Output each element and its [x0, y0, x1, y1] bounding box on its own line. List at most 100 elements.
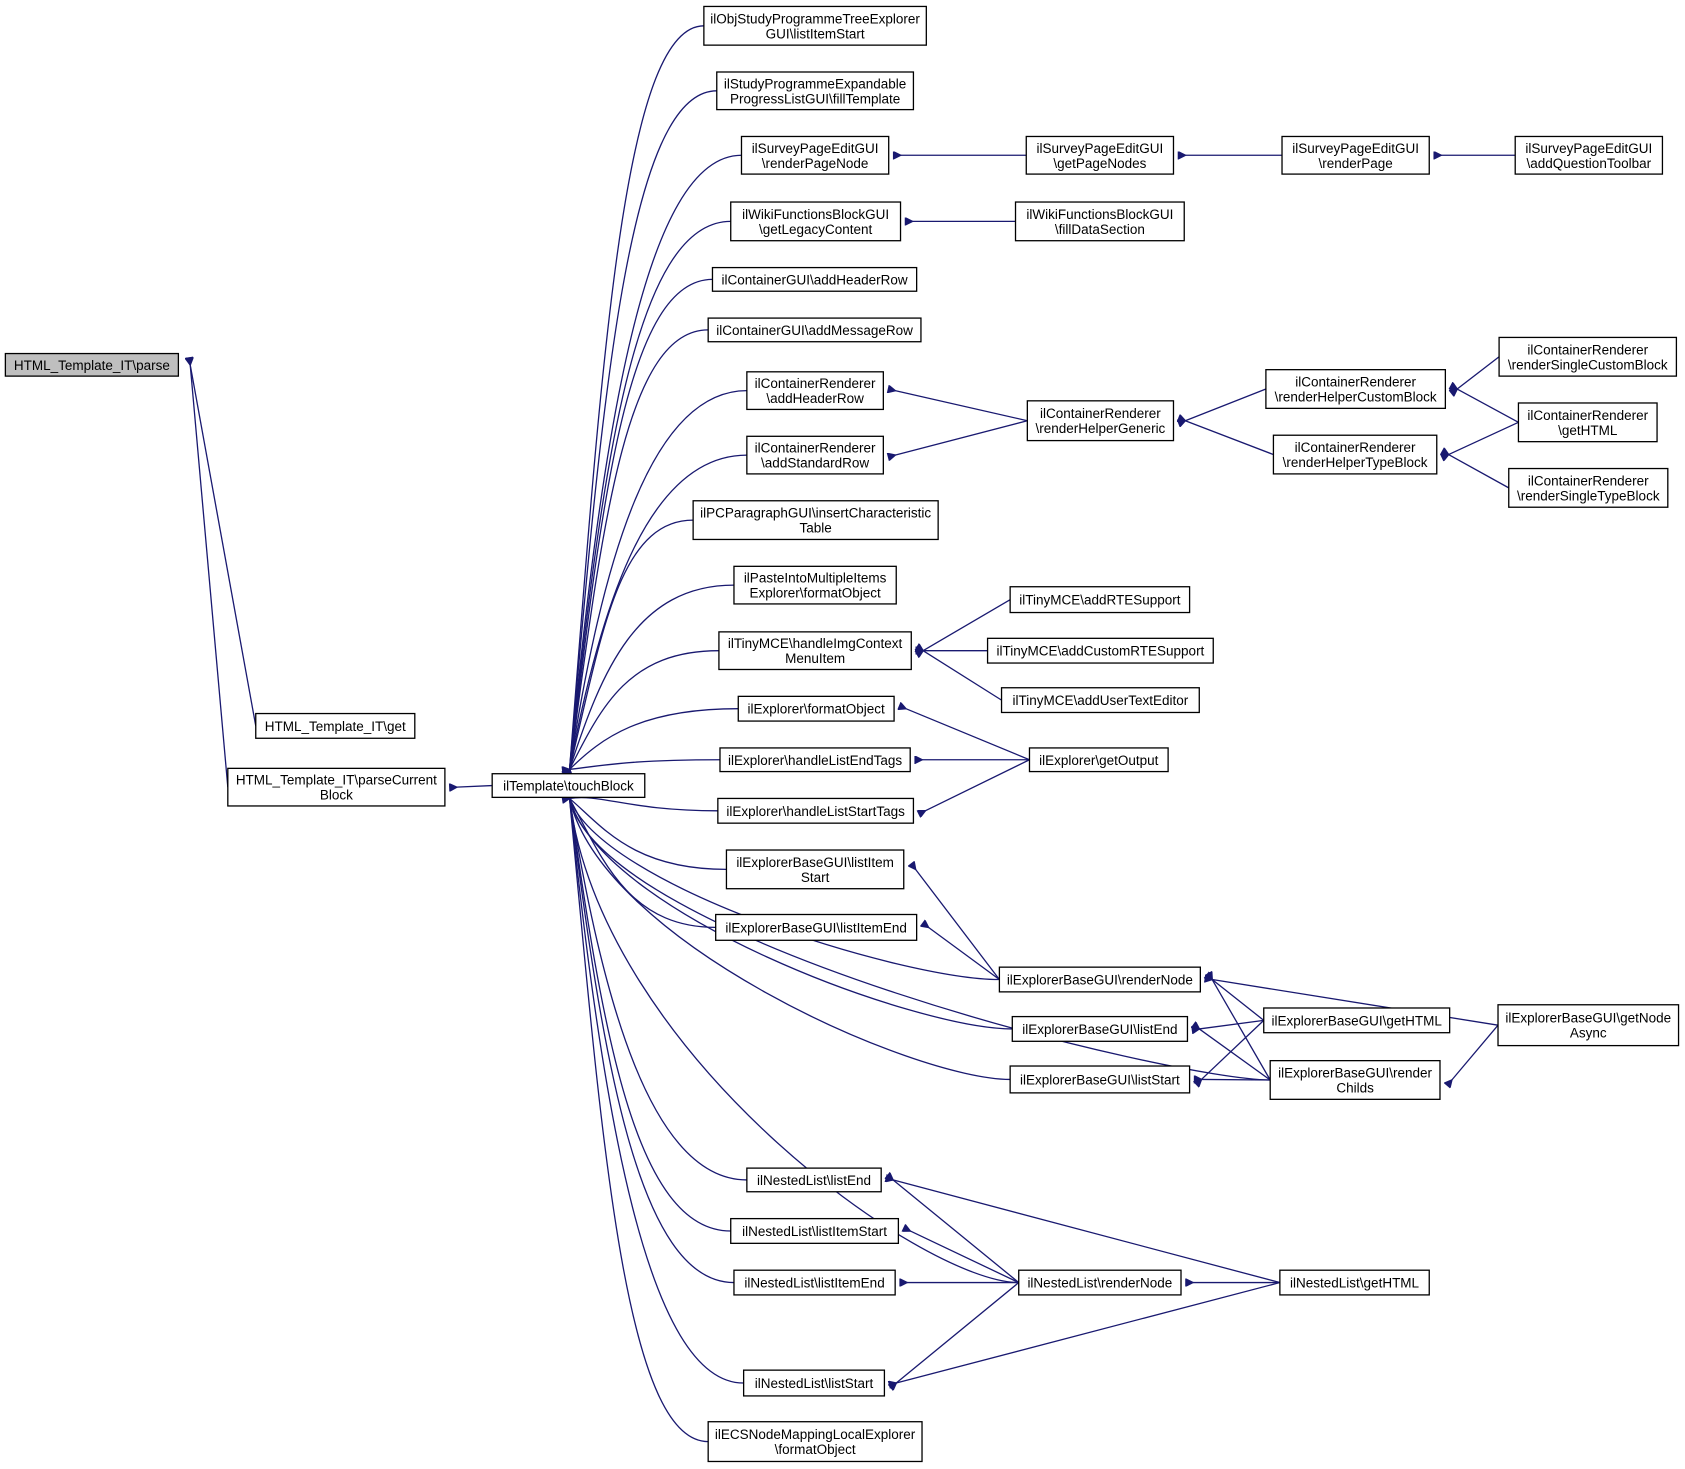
node-box[interactable]: [1272, 434, 1438, 475]
node-nlListStart[interactable]: ilNestedList\listStart: [742, 1369, 886, 1397]
node-box[interactable]: [1026, 400, 1175, 442]
node-get[interactable]: HTML_Template_IT\get: [255, 712, 416, 739]
node-ebListStart[interactable]: ilExplorerBaseGUI\listStart: [1009, 1065, 1191, 1094]
node-box[interactable]: [1014, 201, 1185, 242]
node-explorerFormatObject[interactable]: ilExplorer\formatObject: [737, 695, 895, 722]
node-box[interactable]: [1011, 1015, 1189, 1042]
node-box[interactable]: [725, 849, 905, 890]
node-ebListEnd[interactable]: ilExplorerBaseGUI\listEnd: [1011, 1015, 1189, 1042]
node-box[interactable]: [998, 966, 1201, 993]
node-nlGetHTML[interactable]: ilNestedList\getHTML: [1279, 1269, 1430, 1296]
node-box[interactable]: [733, 565, 897, 605]
node-label-line: ilContainerGUI\addHeaderRow: [722, 272, 908, 287]
node-box[interactable]: [227, 767, 446, 807]
node-ecsNode[interactable]: ilECSNodeMappingLocalExplorer\formatObje…: [707, 1421, 923, 1463]
node-crRenderHelperTypeBlock[interactable]: ilContainerRenderer\renderHelperTypeBloc…: [1272, 434, 1438, 475]
edge-get-to-parse: [190, 365, 257, 727]
node-crRenderSingleCustomBlock[interactable]: ilContainerRenderer\renderSingleCustomBl…: [1498, 336, 1678, 377]
node-box[interactable]: [742, 1369, 886, 1397]
node-box[interactable]: [692, 500, 939, 541]
node-wikiGetLegacy[interactable]: ilWikiFunctionsBlockGUI\getLegacyContent: [730, 201, 902, 242]
node-explorerHandleStart[interactable]: ilExplorer\handleListStartTags: [717, 797, 915, 824]
node-label-line: ilNestedList\renderNode: [1027, 1276, 1172, 1291]
node-box[interactable]: [716, 71, 915, 111]
node-box[interactable]: [491, 773, 646, 799]
node-ebListItemStart[interactable]: ilExplorerBaseGUI\listItemStart: [725, 849, 905, 890]
node-ebListItemEnd[interactable]: ilExplorerBaseGUI\listItemEnd: [715, 913, 918, 941]
node-box[interactable]: [740, 135, 890, 175]
node-studyExpandable[interactable]: ilStudyProgrammeExpandableProgressListGU…: [716, 71, 915, 111]
node-box[interactable]: [1265, 369, 1447, 410]
node-surveyRenderPage[interactable]: ilSurveyPageEditGUI\renderPage: [1281, 135, 1430, 175]
node-explorerHandleEnd[interactable]: ilExplorer\handleListEndTags: [719, 747, 911, 773]
node-box[interactable]: [746, 435, 884, 475]
node-box[interactable]: [1000, 687, 1200, 714]
node-box[interactable]: [711, 266, 918, 292]
node-pcParagraph[interactable]: ilPCParagraphGUI\insertCharacteristicTab…: [692, 500, 939, 541]
node-box[interactable]: [986, 637, 1214, 664]
edge-ebRenderChilds-to-ebListEnd: [1199, 1029, 1271, 1081]
node-box[interactable]: [1497, 1004, 1680, 1047]
node-box[interactable]: [707, 1421, 923, 1463]
node-box[interactable]: [730, 201, 902, 242]
node-ebRenderNode[interactable]: ilExplorerBaseGUI\renderNode: [998, 966, 1201, 993]
node-box[interactable]: [255, 712, 416, 739]
node-box[interactable]: [1514, 135, 1664, 175]
node-box[interactable]: [746, 1167, 882, 1193]
node-box[interactable]: [1508, 467, 1669, 508]
node-surveyRenderPageNode[interactable]: ilSurveyPageEditGUI\renderPageNode: [740, 135, 890, 175]
node-box[interactable]: [1517, 402, 1658, 443]
node-box[interactable]: [1279, 1269, 1430, 1296]
node-crRenderHelperGeneric[interactable]: ilContainerRenderer\renderHelperGeneric: [1026, 400, 1175, 442]
node-crGetHTML[interactable]: ilContainerRenderer\getHTML: [1517, 402, 1658, 443]
node-box[interactable]: [1025, 135, 1175, 175]
node-explorerGetOutput[interactable]: ilExplorer\getOutput: [1028, 747, 1169, 773]
node-box[interactable]: [1498, 336, 1678, 377]
node-box[interactable]: [715, 913, 918, 941]
node-box[interactable]: [1281, 135, 1430, 175]
node-tinyAddCustomRTE[interactable]: ilTinyMCE\addCustomRTESupport: [986, 637, 1214, 664]
node-touchBlock[interactable]: ilTemplate\touchBlock: [491, 773, 646, 799]
node-box[interactable]: [1269, 1059, 1441, 1100]
node-nlRenderNode[interactable]: ilNestedList\renderNode: [1018, 1269, 1182, 1296]
node-box[interactable]: [730, 1217, 900, 1244]
node-tinyAddUserText[interactable]: ilTinyMCE\addUserTextEditor: [1000, 687, 1200, 714]
node-wikiFillData[interactable]: ilWikiFunctionsBlockGUI\fillDataSection: [1014, 201, 1185, 242]
edge-crRenderHelperTypeBlock-to-crRenderHelperGeneric: [1185, 421, 1274, 456]
node-surveyGetPageNodes[interactable]: ilSurveyPageEditGUI\getPageNodes: [1025, 135, 1175, 175]
node-box[interactable]: [1263, 1007, 1451, 1034]
node-nlListItemStart[interactable]: ilNestedList\listItemStart: [730, 1217, 900, 1244]
node-objStudy[interactable]: ilObjStudyProgrammeTreeExplorerGUI\listI…: [703, 5, 927, 46]
node-box[interactable]: [717, 797, 915, 824]
node-pasteInto[interactable]: ilPasteIntoMultipleItemsExplorer\formatO…: [733, 565, 897, 605]
node-surveyAddQuestionToolbar[interactable]: ilSurveyPageEditGUI\addQuestionToolbar: [1514, 135, 1664, 175]
node-box[interactable]: [1009, 586, 1191, 614]
node-ebGetHTML[interactable]: ilExplorerBaseGUI\getHTML: [1263, 1007, 1451, 1034]
node-crRenderSingleTypeBlock[interactable]: ilContainerRenderer\renderSingleTypeBloc…: [1508, 467, 1669, 508]
node-box[interactable]: [718, 631, 912, 671]
node-box[interactable]: [4, 352, 180, 377]
node-box[interactable]: [746, 371, 884, 411]
node-containerGuiAddMessageRow[interactable]: ilContainerGUI\addMessageRow: [707, 317, 922, 343]
node-containerGuiAddHeaderRow[interactable]: ilContainerGUI\addHeaderRow: [711, 266, 918, 292]
node-parse[interactable]: HTML_Template_IT\parse: [4, 352, 180, 377]
node-box[interactable]: [719, 747, 911, 773]
node-box[interactable]: [1028, 747, 1169, 773]
node-box[interactable]: [1009, 1065, 1191, 1094]
node-tinyAddRTE[interactable]: ilTinyMCE\addRTESupport: [1009, 586, 1191, 614]
node-box[interactable]: [703, 5, 927, 46]
node-nlListEnd[interactable]: ilNestedList\listEnd: [746, 1167, 882, 1193]
node-crRenderHelperCustomBlock[interactable]: ilContainerRenderer\renderHelperCustomBl…: [1265, 369, 1447, 410]
node-label-line: Block: [320, 788, 353, 803]
node-crAddHeaderRow[interactable]: ilContainerRenderer\addHeaderRow: [746, 371, 884, 411]
node-box[interactable]: [733, 1269, 896, 1296]
node-box[interactable]: [737, 695, 895, 722]
node-crAddStandardRow[interactable]: ilContainerRenderer\addStandardRow: [746, 435, 884, 475]
node-box[interactable]: [1018, 1269, 1182, 1296]
node-nlListItemEnd[interactable]: ilNestedList\listItemEnd: [733, 1269, 896, 1296]
node-box[interactable]: [707, 317, 922, 343]
